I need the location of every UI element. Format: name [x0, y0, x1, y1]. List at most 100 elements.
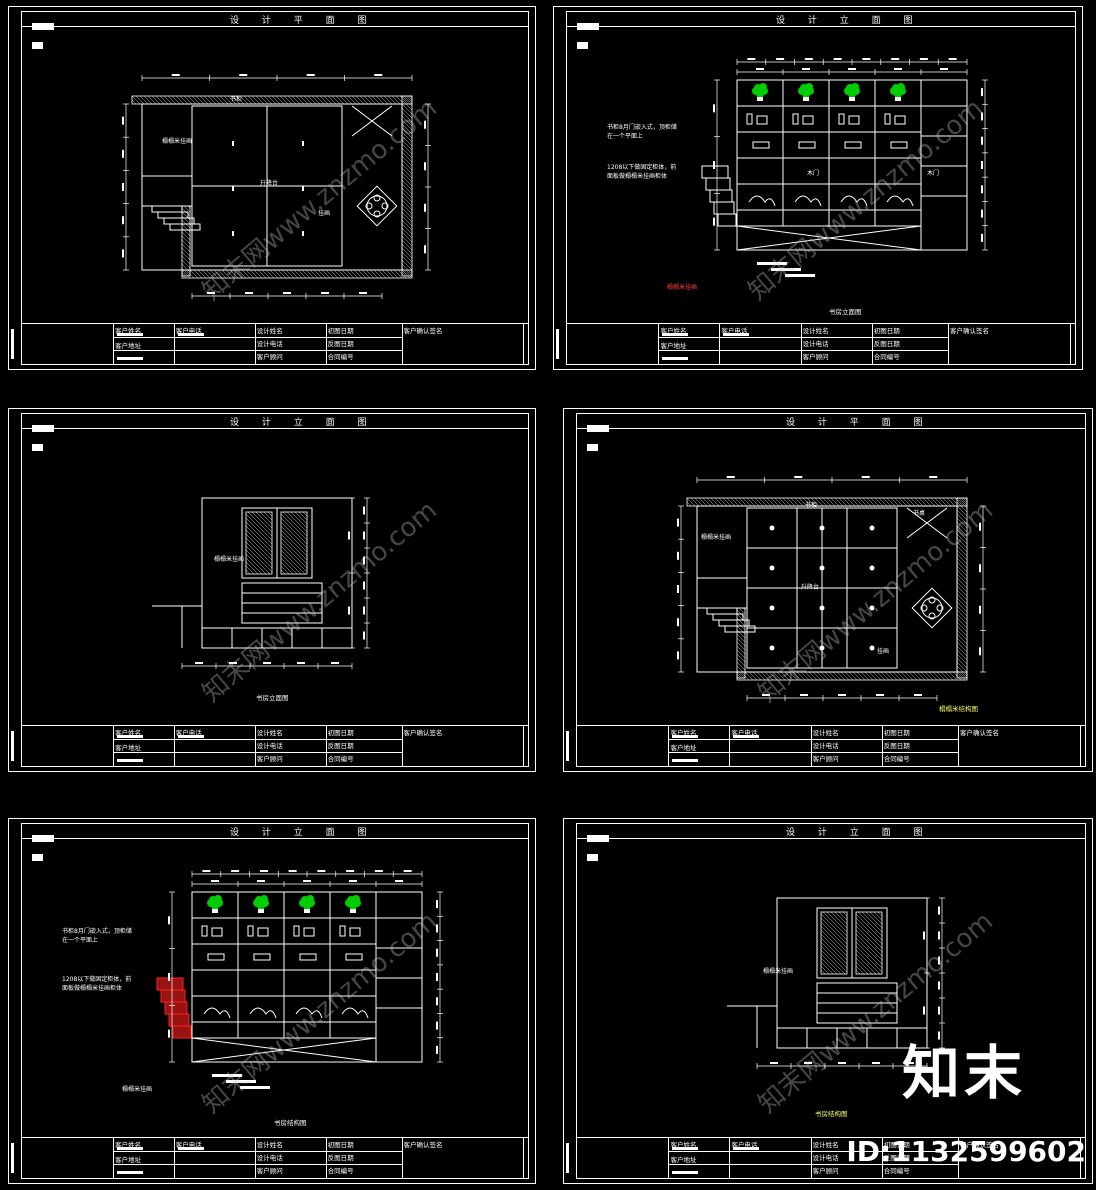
title-block-designer-phone: 设计电话 — [812, 1154, 839, 1162]
drawing-label: 木门 — [927, 170, 940, 177]
title-block: 客户姓名客户电话客户地址设计姓名设计电话客户顾问初图日期反图日期合同编号客户确认… — [577, 1137, 1085, 1178]
title-block-designer-name: 设计姓名 — [812, 1141, 839, 1149]
title-block-first-date: 初图日期 — [327, 729, 354, 737]
title-block: 客户姓名客户电话客户地址设计姓名设计电话客户顾问初图日期反图日期合同编号客户确认… — [22, 1137, 528, 1178]
drawing-label: 升降台 — [260, 180, 279, 187]
title-block-first-date: 初图日期 — [873, 327, 900, 335]
title-block-client-sign: 客户确认签名 — [403, 1141, 443, 1149]
title-block-client-sign: 客户确认签名 — [403, 729, 443, 737]
title-block-first-date: 初图日期 — [883, 1141, 910, 1149]
drawing-canvas — [152, 497, 370, 669]
title-block-first-date: 初图日期 — [327, 1141, 354, 1149]
title-block-client-sign: 客户确认签名 — [950, 327, 989, 335]
margin-strip — [11, 1143, 14, 1173]
sheet-title: 设 计 立 面 图 — [786, 828, 933, 838]
title-block-client-name: 客户姓名 — [115, 327, 142, 335]
sheet-title: 设 计 平 面 图 — [230, 16, 377, 26]
title-block-client-name: 客户姓名 — [115, 729, 142, 737]
drawing-canvas — [677, 476, 986, 701]
title-block-change-date: 反图日期 — [327, 742, 354, 750]
drawing-sheet-5: 设 计 立 面 图书柜8月门嵌入式，顶柜储在一个平面上 1208以下做固定柜体，前… — [8, 818, 536, 1184]
title-block-client-phone: 客户电话 — [175, 327, 202, 335]
logo-mark — [577, 15, 613, 49]
title-block-client-phone: 客户电话 — [175, 1141, 202, 1149]
drawing-label: 榻榻米挂画 — [122, 1086, 153, 1093]
margin-strip — [11, 329, 14, 359]
title-block-change-date: 反图日期 — [873, 340, 900, 348]
view-caption: 书房立面图 — [829, 308, 862, 316]
title-block-contract-no: 合同编号 — [327, 1167, 354, 1175]
title-bar: 设 计 立 面 图 — [567, 12, 1075, 49]
logo-mark — [587, 827, 623, 861]
inner-frame: 设 计 立 面 图榻榻米挂画书房立面图客户姓名客户电话客户地址设计姓名设计电话客… — [21, 413, 529, 767]
title-block-designer-name: 设计姓名 — [256, 1141, 283, 1149]
title-block-client-advisor: 客户顾问 — [802, 353, 829, 361]
title-block-client-advisor: 客户顾问 — [256, 1167, 283, 1175]
title-block-client-advisor: 客户顾问 — [256, 755, 283, 763]
drawing-label: 升降台 — [801, 584, 820, 591]
title-bar: 设 计 立 面 图 — [22, 414, 528, 451]
title-block-designer-name: 设计姓名 — [812, 729, 839, 737]
image-id: ID:1132599602 — [846, 1135, 1086, 1168]
title-block-client-sign: 客户确认签名 — [403, 327, 443, 335]
sheet-title: 设 计 立 面 图 — [230, 828, 377, 838]
sheet-title: 设 计 平 面 图 — [786, 418, 933, 428]
sheet-title: 设 计 立 面 图 — [230, 418, 377, 428]
title-block-first-date: 初图日期 — [883, 729, 910, 737]
drawing-canvas — [727, 897, 945, 1069]
title-block: 客户姓名客户电话客户地址设计姓名设计电话客户顾问初图日期反图日期合同编号客户确认… — [577, 725, 1085, 766]
title-block-designer-name: 设计姓名 — [256, 327, 283, 335]
drawing-sheet-3: 设 计 立 面 图榻榻米挂画书房立面图客户姓名客户电话客户地址设计姓名设计电话客… — [8, 408, 536, 772]
drawing-label: 1208以下做固定柜体，前面板做榻榻米挂画柜体 — [62, 976, 132, 992]
title-block-client-address: 客户地址 — [670, 1156, 697, 1164]
margin-strip — [566, 731, 569, 761]
margin-strip — [556, 329, 559, 359]
view-caption: 书房结构图 — [274, 1119, 307, 1127]
title-block-designer-phone: 设计电话 — [256, 340, 283, 348]
logo-mark — [32, 15, 68, 49]
drawing-label: 书柜8月门嵌入式，顶柜储在一个平面上 — [62, 928, 132, 944]
title-bar: 设 计 平 面 图 — [22, 12, 528, 49]
title-block-contract-no: 合同编号 — [327, 353, 354, 361]
title-block-designer-name: 设计姓名 — [256, 729, 283, 737]
title-block-client-advisor: 客户顾问 — [256, 353, 283, 361]
drawing-sheet-1: 设 计 平 面 图书柜升降台挂画榻榻米挂画客户姓名客户电话客户地址设计姓名设计电… — [8, 6, 536, 370]
drawing-label: 挂画 — [877, 648, 890, 655]
title-block-client-name: 客户姓名 — [670, 729, 697, 737]
logo-mark — [32, 417, 68, 451]
title-block-client-phone: 客户电话 — [721, 327, 748, 335]
sheet-title: 设 计 立 面 图 — [776, 16, 923, 26]
logo-mark — [32, 827, 68, 861]
title-block-client-address: 客户地址 — [670, 744, 697, 752]
margin-strip — [566, 1143, 569, 1173]
view-caption: 书房结构图 — [815, 1110, 848, 1118]
title-block-client-sign: 客户确认签名 — [960, 729, 999, 737]
title-block-change-date: 反图日期 — [883, 742, 910, 750]
view-caption: 榻榻米结构图 — [939, 705, 978, 713]
title-block-contract-no: 合同编号 — [873, 353, 900, 361]
title-block-client-advisor: 客户顾问 — [812, 1167, 839, 1175]
inner-frame: 设 计 平 面 图书柜书桌升降台挂画榻榻米挂画榻榻米结构图客户姓名客户电话客户地… — [576, 413, 1086, 767]
title-block-client-phone: 客户电话 — [175, 729, 202, 737]
title-block-client-advisor: 客户顾问 — [812, 755, 839, 763]
title-block: 客户姓名客户电话客户地址设计姓名设计电话客户顾问初图日期反图日期合同编号客户确认… — [22, 323, 528, 364]
drawing-canvas — [122, 74, 431, 299]
inner-frame: 设 计 平 面 图书柜升降台挂画榻榻米挂画客户姓名客户电话客户地址设计姓名设计电… — [21, 11, 529, 365]
title-bar: 设 计 立 面 图 — [22, 824, 528, 861]
title-block-client-phone: 客户电话 — [731, 729, 758, 737]
drawing-label: 榻榻米挂画 — [214, 556, 245, 563]
drawing-label: 书桌 — [913, 510, 926, 517]
drawing-label: 书柜8月门嵌入式，顶柜储在一个平面上 — [607, 124, 677, 140]
title-block-client-address: 客户地址 — [660, 342, 687, 350]
title-block-contract-no: 合同编号 — [883, 755, 910, 763]
title-block-client-name: 客户姓名 — [660, 327, 687, 335]
drawing-label: 榻榻米挂画 — [667, 284, 698, 291]
title-block: 客户姓名客户电话客户地址设计姓名设计电话客户顾问初图日期反图日期合同编号客户确认… — [22, 725, 528, 766]
view-caption: 书房立面图 — [256, 694, 289, 702]
drawing-label: 书柜 — [805, 502, 818, 509]
title-block-designer-phone: 设计电话 — [256, 1154, 283, 1162]
title-block-client-address: 客户地址 — [115, 1156, 142, 1164]
title-block-client-address: 客户地址 — [115, 342, 142, 350]
